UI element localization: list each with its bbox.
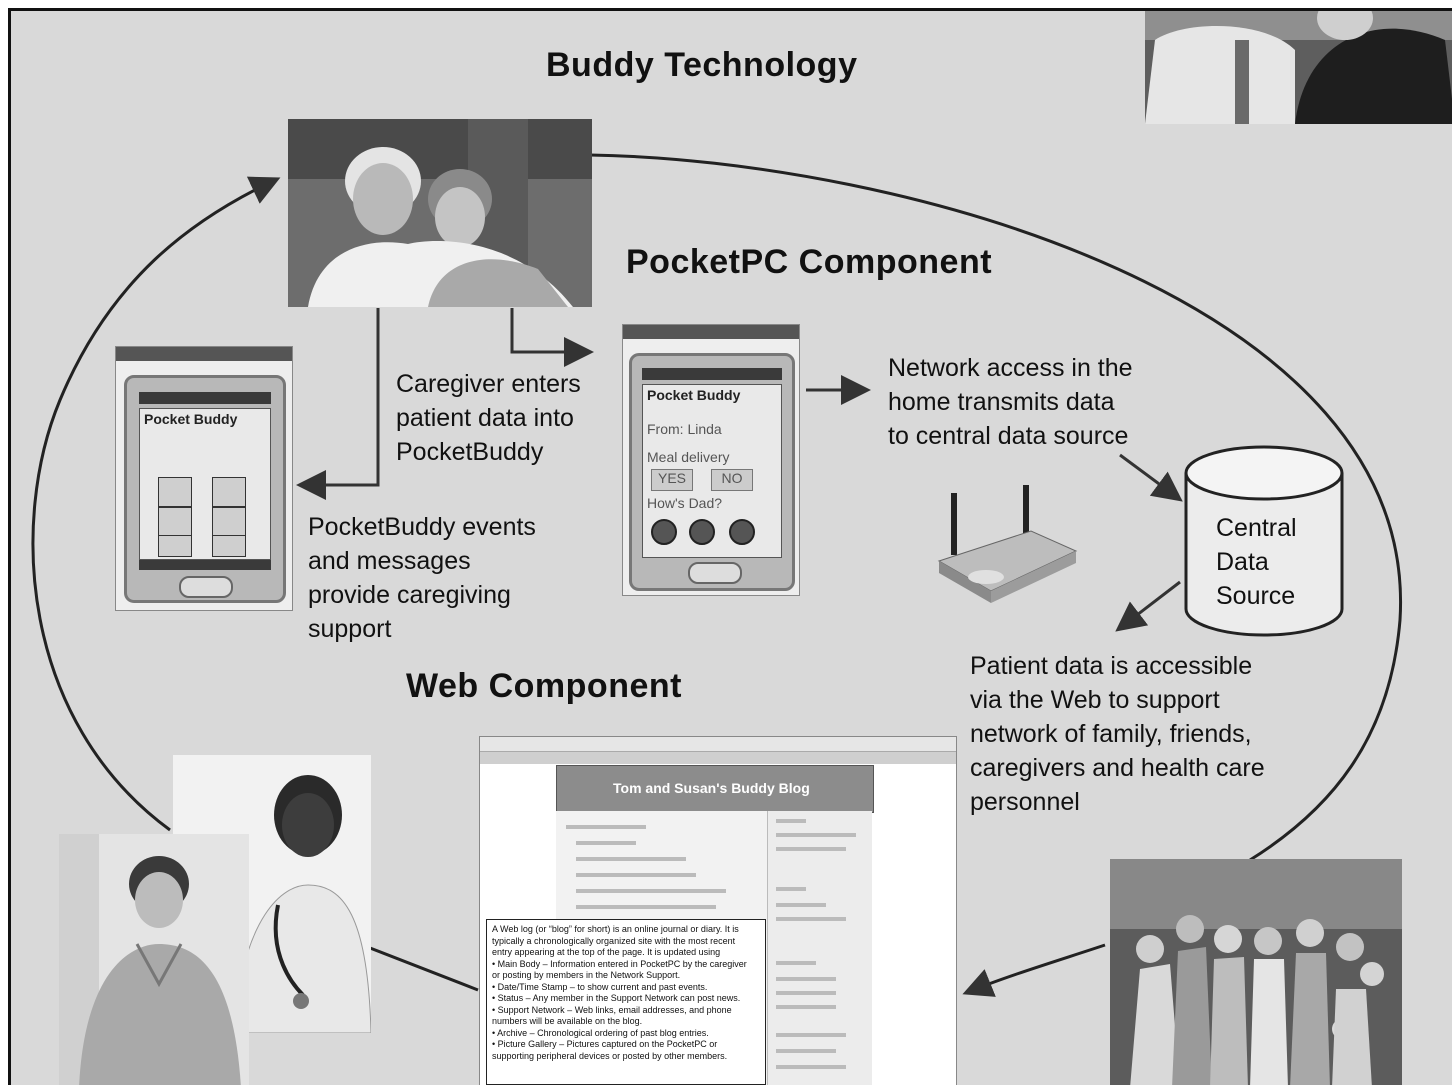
screen-content: Pocket Buddy — [139, 408, 271, 560]
family-group-photo — [1110, 859, 1402, 1085]
app-title: Pocket Buddy — [144, 411, 238, 427]
status-bar — [139, 392, 271, 404]
mood-happy-icon[interactable] — [651, 519, 677, 545]
app-icon[interactable] — [212, 507, 246, 537]
blog-title: Tom and Susan's Buddy Blog — [613, 780, 810, 796]
web-title: Web Component — [406, 667, 682, 705]
blog-explanation-note: A Web log (or “blog” for short) is an on… — [486, 919, 766, 1085]
app-icon[interactable] — [212, 477, 246, 507]
app-title: Pocket Buddy — [647, 387, 741, 403]
message-from: From: Linda — [647, 421, 722, 437]
loop-arc-left — [31, 176, 281, 832]
mood-neutral-icon[interactable] — [689, 519, 715, 545]
app-icon[interactable] — [212, 535, 246, 557]
app-icon[interactable] — [158, 535, 192, 557]
soft-key-bar — [139, 560, 271, 570]
yes-button[interactable]: YES — [651, 469, 693, 491]
no-button[interactable]: NO — [711, 469, 753, 491]
arrow-to-right-device — [510, 308, 594, 367]
arrow-family-to-web — [962, 943, 1106, 997]
blog-header: Tom and Susan's Buddy Blog — [556, 765, 874, 813]
status-question: How's Dad? — [647, 495, 723, 511]
elderly-couple-photo — [288, 119, 592, 307]
caregiver-label: Caregiver enters patient data into Pocke… — [396, 370, 581, 466]
mood-sad-icon[interactable] — [729, 519, 755, 545]
doctor-photo — [59, 834, 249, 1085]
titlebar — [623, 325, 799, 339]
network-label: Network access in the home transmits dat… — [888, 354, 1133, 450]
nav-pad-icon[interactable] — [179, 576, 233, 598]
titlebar — [116, 347, 292, 361]
wireless-router-icon — [937, 485, 1078, 603]
browser-toolbar — [480, 737, 956, 752]
message-question: Meal delivery — [647, 449, 730, 465]
arrow-to-left-device — [296, 308, 380, 500]
loop-arc-right — [589, 153, 1402, 862]
pocketbuddy-device-left: Pocket Buddy — [115, 346, 293, 611]
status-bar — [642, 368, 782, 380]
arrow-web-to-clinicians — [369, 946, 479, 992]
arrow-network-to-db — [1119, 453, 1183, 502]
device-screen: Pocket Buddy — [124, 375, 286, 603]
patient-data-label: Patient data is accessible via the Web t… — [970, 652, 1265, 816]
browser-tabs — [480, 752, 956, 764]
pocketpc-title: PocketPC Component — [626, 243, 993, 281]
buddy-blog-browser: Tom and Susan's Buddy Blog — [479, 736, 957, 1085]
database-label: Central Data Source — [1216, 514, 1297, 610]
blog-sidebar — [767, 811, 872, 1085]
main-title: Buddy Technology — [546, 46, 858, 84]
app-icon[interactable] — [158, 477, 192, 507]
events-label: PocketBuddy events and messages provide … — [308, 513, 536, 643]
pocketbuddy-device-right: Pocket Buddy From: Linda Meal delivery Y… — [622, 324, 800, 596]
device-screen: Pocket Buddy From: Linda Meal delivery Y… — [629, 353, 795, 591]
professional-couple-photo — [1145, 11, 1452, 124]
arrow-db-to-web — [1115, 580, 1181, 632]
app-icon[interactable] — [158, 507, 192, 537]
nav-pad-icon[interactable] — [688, 562, 742, 584]
screen-content: Pocket Buddy From: Linda Meal delivery Y… — [642, 384, 782, 558]
flow-arrows — [31, 153, 1402, 997]
central-data-source-icon — [1184, 445, 1344, 637]
diagram-canvas: Buddy Technology PocketPC Component Web … — [8, 8, 1452, 1085]
